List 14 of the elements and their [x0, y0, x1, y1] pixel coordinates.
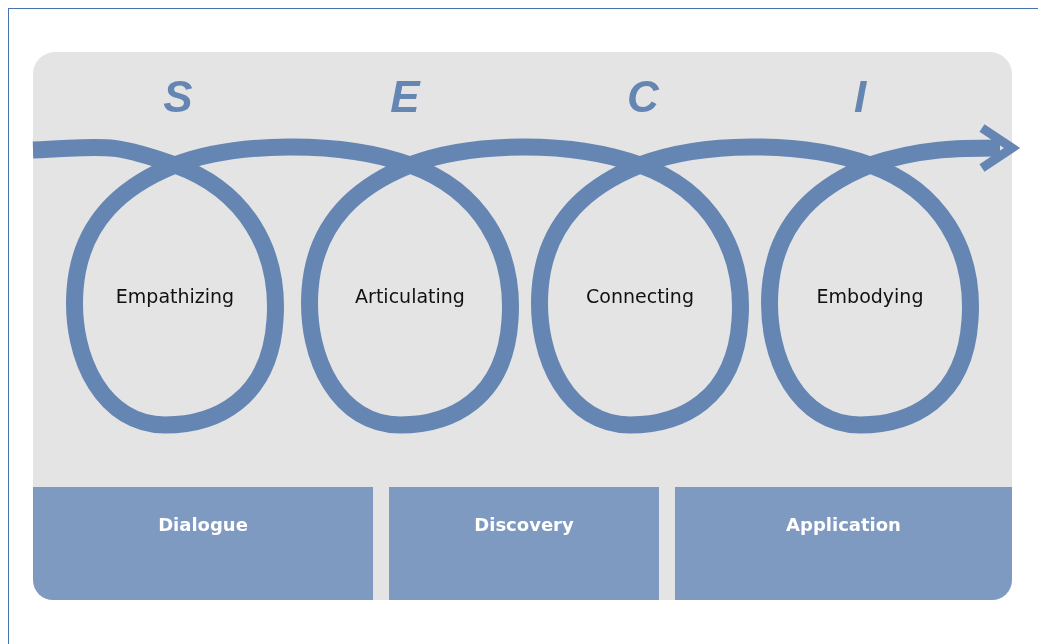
loop-label: Connecting — [586, 285, 694, 307]
phase-box — [33, 487, 373, 600]
loop-label: Articulating — [355, 285, 465, 307]
stage-letter: C — [627, 72, 659, 122]
phase-label: Dialogue — [158, 514, 248, 535]
phase-label: Discovery — [474, 514, 574, 535]
loop-label: Empathizing — [115, 285, 235, 307]
stage-letter: S — [163, 72, 193, 122]
loop-label: Embodying — [816, 285, 924, 307]
stage-letter: I — [853, 72, 867, 122]
phase-box — [389, 487, 659, 600]
stage-letter: E — [390, 72, 420, 122]
phase-label: Application — [786, 514, 901, 535]
phase-box — [675, 487, 1012, 600]
